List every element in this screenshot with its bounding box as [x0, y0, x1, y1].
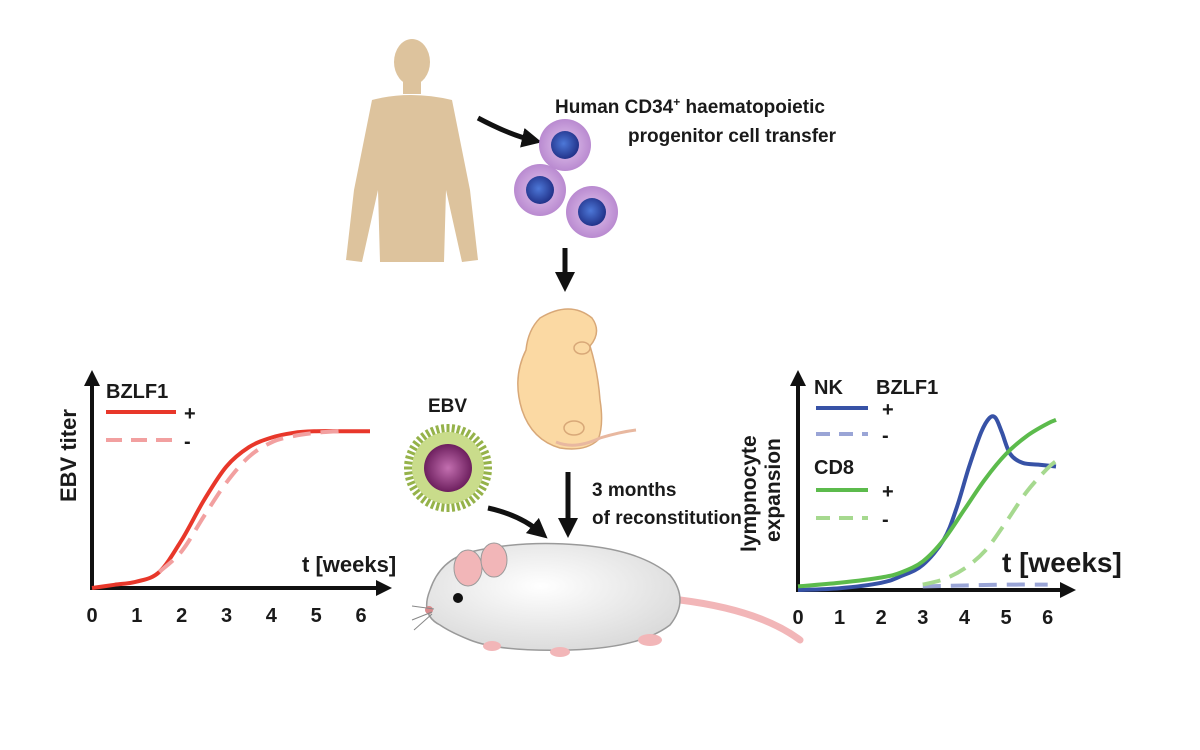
transfer-label: Human CD34+ haematopoietic [555, 95, 825, 118]
x-tick-label: 0 [86, 605, 97, 627]
x-tick-label: 5 [1001, 607, 1012, 629]
cell-icon [514, 164, 566, 216]
cell-icon [566, 186, 618, 238]
human-silhouette [346, 39, 478, 262]
series-line-0 [797, 414, 1057, 592]
legend-entry: + [882, 399, 894, 421]
cell-icon [539, 119, 591, 171]
x-tick-label: 2 [176, 605, 187, 627]
x-tick-label: 2 [876, 607, 887, 629]
x-tick-label: 1 [131, 605, 142, 627]
legend-entry: + [184, 403, 196, 425]
y-axis-label-line2: expansion [762, 438, 785, 542]
y-axis-label: lympnocyte [738, 435, 761, 552]
virus-label: EBV [428, 396, 467, 417]
x-tick-label: 1 [834, 607, 845, 629]
reconstitution-label: 3 months [592, 480, 676, 501]
x-axis-label: t [weeks] [302, 552, 396, 577]
series-line-1 [922, 582, 1048, 589]
humanized-mouse [411, 542, 804, 657]
x-axis-label: t [weeks] [1002, 547, 1122, 578]
transfer-label-line2: progenitor cell transfer [628, 126, 837, 147]
y-axis-label: EBV titer [56, 409, 81, 502]
arrow-virus-to-mouse [487, 505, 548, 539]
x-tick-label: 3 [221, 605, 232, 627]
series-line-2 [797, 418, 1057, 589]
newborn-mouse-pup [517, 308, 637, 450]
series-line-1 [157, 429, 339, 574]
ebv-titer-chart: 0 1 2 3 4 5 6 EBV titer t [weeks] BZLF1 + - [56, 370, 396, 627]
x-tick-label: 4 [266, 605, 278, 627]
ebv-virus-icon [404, 424, 492, 512]
reconstitution-label-line2: of reconstitution [592, 508, 742, 529]
x-tick-label: 0 [792, 607, 803, 629]
arrow-human-to-cells [476, 115, 542, 148]
legend-group-nk: NK [814, 377, 843, 399]
x-tick-label: 6 [1042, 607, 1053, 629]
legend-entry: + [882, 481, 894, 503]
legend-title: BZLF1 [876, 377, 938, 399]
x-tick-label: 4 [959, 607, 971, 629]
legend-title: BZLF1 [106, 381, 168, 403]
lymphocyte-expansion-chart: 0 1 2 3 4 5 6 lympnocyte expansion t [weeks] N… [738, 370, 1122, 629]
x-tick-label: 5 [311, 605, 322, 627]
x-tick-label: 6 [355, 605, 366, 627]
legend-entry: - [882, 425, 889, 447]
legend-group-cd8: CD8 [814, 457, 854, 479]
progenitor-cells [514, 119, 618, 238]
x-tick-label: 3 [917, 607, 928, 629]
legend-entry: - [882, 509, 889, 531]
legend-entry: - [184, 431, 191, 453]
series-line-3 [922, 459, 1058, 587]
